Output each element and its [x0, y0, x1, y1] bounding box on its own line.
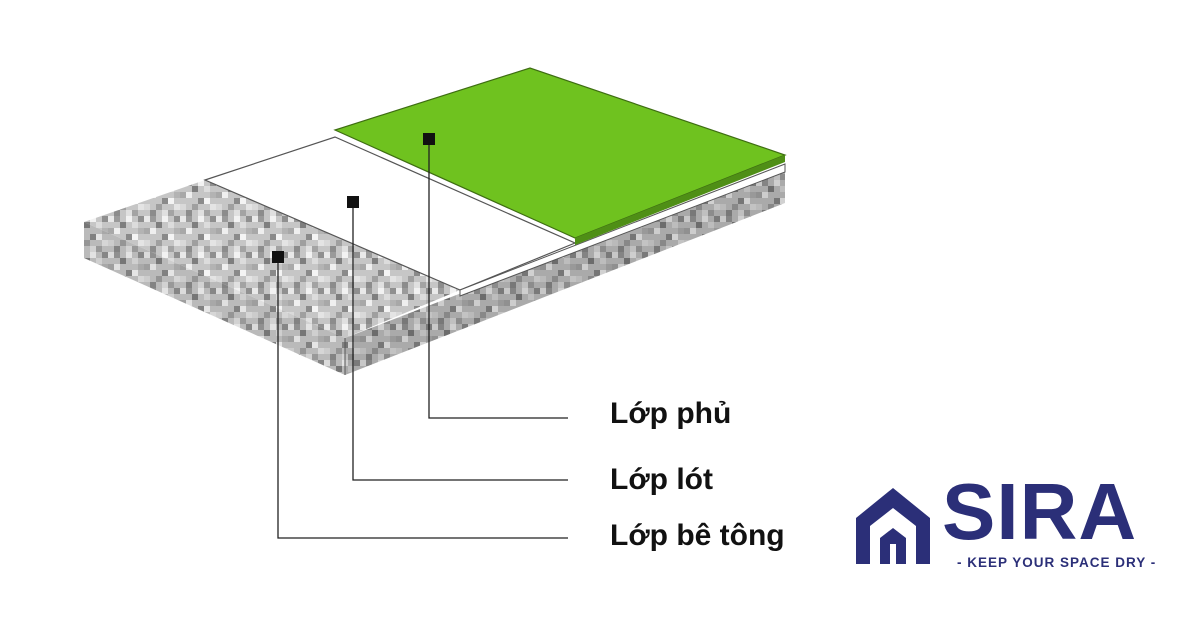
label-top-coat: Lớp phủ: [610, 397, 732, 430]
leader-top-coat: [428, 140, 568, 419]
concrete-front-face: [84, 222, 345, 375]
marker-top-coat: [423, 133, 435, 145]
sira-logo: SIRA - KEEP YOUR SPACE DRY -: [848, 472, 1155, 576]
brand-wordmark: SIRA: [942, 467, 1138, 556]
brand-tagline: - KEEP YOUR SPACE DRY -: [957, 555, 1157, 570]
top-coat-layer: [333, 67, 787, 245]
label-concrete: Lớp bê tông: [610, 519, 785, 552]
top-coat-edge: [575, 155, 785, 245]
leader-primer: [352, 203, 568, 481]
leader-concrete: [277, 258, 568, 539]
marker-primer: [347, 196, 359, 208]
marker-concrete: [272, 251, 284, 263]
primer-edge: [459, 163, 786, 297]
house-icon: [856, 488, 930, 564]
concrete-side-face: [345, 168, 785, 375]
leader-lines: [277, 140, 568, 539]
concrete-front-shade: [84, 222, 345, 375]
primer-layer: [203, 136, 786, 297]
concrete-slab: [84, 168, 785, 375]
concrete-side-shade: [345, 168, 785, 375]
label-primer: Lớp lót: [610, 463, 713, 496]
